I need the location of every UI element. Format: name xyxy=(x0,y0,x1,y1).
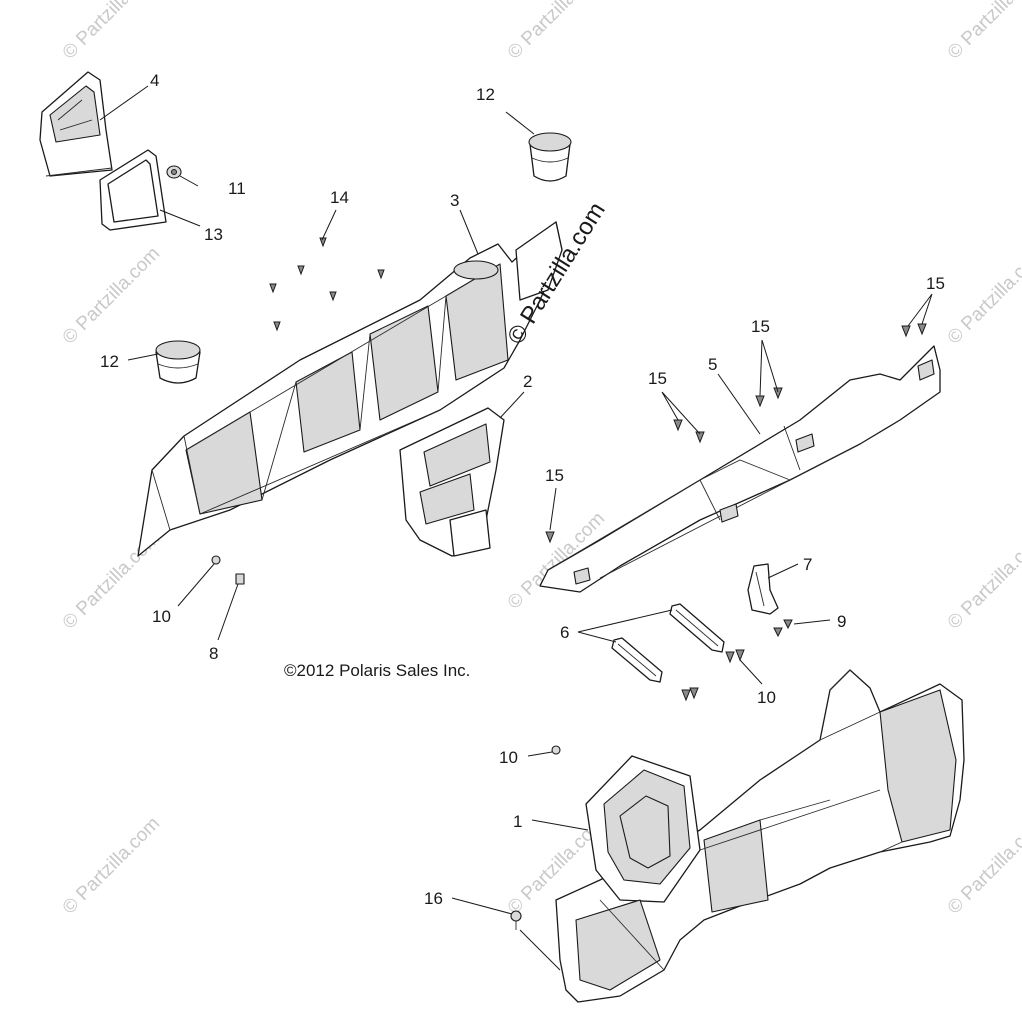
part-14-screws xyxy=(269,237,385,332)
part-10-rivets xyxy=(211,555,745,755)
callout-7: 7 xyxy=(803,555,812,574)
watermark-tile: © Partzilla.com xyxy=(59,243,164,348)
callout-6: 6 xyxy=(560,623,569,642)
part-3-dash-panel xyxy=(137,221,563,557)
part-9-screw xyxy=(773,619,793,638)
part-11-nut xyxy=(166,165,182,179)
watermark-tile: © Partzilla.com xyxy=(944,243,1022,348)
part-7-bracket xyxy=(747,563,779,615)
part-8-clip xyxy=(235,573,245,585)
callout-10-lower: 10 xyxy=(499,748,518,767)
callout-15-a: 15 xyxy=(545,466,564,485)
part-2-center-console xyxy=(399,407,505,557)
part-16-bolt xyxy=(510,910,522,930)
callout-10-left: 10 xyxy=(152,607,171,626)
callout-11: 11 xyxy=(228,179,246,198)
part-1-lower-dash xyxy=(555,669,965,1003)
callout-10-right: 10 xyxy=(757,688,776,707)
callout-15-d: 15 xyxy=(926,274,945,293)
watermark-tile: © Partzilla.com xyxy=(59,0,164,64)
watermark-tile: © Partzilla.com xyxy=(944,813,1022,918)
callout-15-c: 15 xyxy=(751,317,770,336)
callout-13: 13 xyxy=(204,225,223,244)
callout-3: 3 xyxy=(450,191,459,210)
part-12-cup-holder-left xyxy=(155,340,201,384)
part-12-cup-holder-right xyxy=(528,132,572,182)
part-6-braces xyxy=(611,603,725,683)
leader-lines xyxy=(99,85,933,971)
watermark-tile: © Partzilla.com xyxy=(944,528,1022,633)
callout-9: 9 xyxy=(837,612,846,631)
part-13-trim-ring xyxy=(99,149,167,231)
part-5-dash-shelf xyxy=(539,345,941,593)
copyright-notice: ©2012 Polaris Sales Inc. xyxy=(284,661,470,680)
callout-12-top: 12 xyxy=(476,85,495,104)
callout-14: 14 xyxy=(330,188,349,207)
watermark-tile: © Partzilla.com xyxy=(59,813,164,918)
callout-5: 5 xyxy=(708,355,717,374)
callouts: 1 2 3 4 5 6 7 8 9 10 10 10 11 12 12 13 1… xyxy=(100,71,945,908)
part-4-bezel xyxy=(39,71,113,177)
callout-12-left: 12 xyxy=(100,352,119,371)
callout-4: 4 xyxy=(150,71,159,90)
callout-8: 8 xyxy=(209,644,218,663)
watermark-tile: © Partzilla.com xyxy=(504,0,609,64)
watermark-tile: © Partzilla.com xyxy=(944,0,1022,64)
callout-16: 16 xyxy=(424,889,443,908)
callout-1: 1 xyxy=(513,812,522,831)
callout-15-b: 15 xyxy=(648,369,667,388)
callout-2: 2 xyxy=(523,372,532,391)
